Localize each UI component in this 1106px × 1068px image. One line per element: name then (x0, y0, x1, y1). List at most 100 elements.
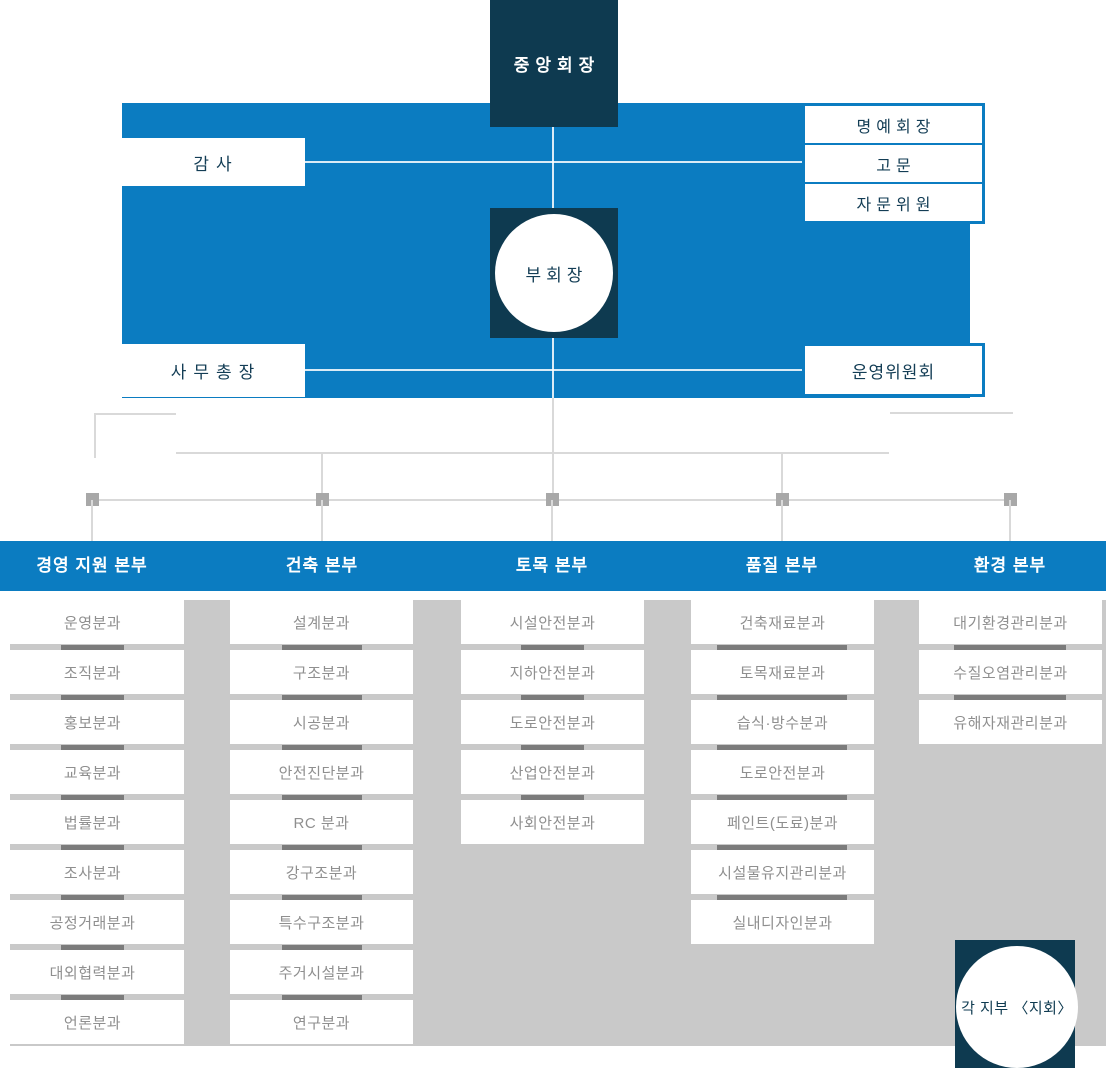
subcommittee-box: 시설안전분과 (461, 600, 644, 644)
left-elbow-horizontal (94, 413, 176, 415)
subcommittee-label: 사회안전분과 (509, 814, 596, 832)
subcommittee-box: 시설물유지관리분과 (691, 850, 874, 894)
subcommittee-box: 특수구조분과 (230, 900, 413, 944)
subcommittee-label: 특수구조분과 (278, 914, 365, 932)
junction-marker (776, 493, 789, 506)
division-header: 품질 본부 (745, 556, 819, 575)
division-header: 경영 지원 본부 (36, 556, 148, 575)
connector-bar (520, 745, 584, 751)
subcommittee-box: 습식·방수분과 (691, 700, 874, 744)
connector-bar (717, 645, 847, 651)
subcommittee-label: 공정거래분과 (49, 914, 136, 932)
subcommittee-label: 수질오염관리분과 (953, 664, 1068, 682)
marker-drop-line (91, 500, 93, 542)
junction-marker (1004, 493, 1017, 506)
subcommittee-label: 페인트(도료)분과 (726, 814, 839, 832)
connector-bar (282, 845, 362, 851)
division-header-band (0, 541, 1106, 591)
subcommittee-label: 토목재료분과 (739, 664, 826, 682)
drop-line-4 (781, 452, 783, 500)
chairman-label: 중앙회장 (513, 56, 601, 75)
division-header: 건축 본부 (285, 556, 359, 575)
subcommittee-box: 페인트(도료)분과 (691, 800, 874, 844)
subcommittee-label: 실내디자인분과 (732, 914, 833, 932)
advisory-committee-box: 자문위원 (805, 182, 982, 221)
subcommittee-box: 지하안전분과 (461, 650, 644, 694)
subcommittee-label: 습식·방수분과 (736, 714, 829, 732)
subcommittee-box: RC 분과 (230, 800, 413, 844)
right-elbow-horizontal (890, 412, 1013, 414)
marker-drop-line (551, 500, 553, 542)
subcommittee-label: 조직분과 (63, 664, 122, 682)
audit-box: 감사 (120, 138, 305, 186)
connector-bar (60, 695, 124, 701)
subcommittee-label: 산업안전분과 (509, 764, 596, 782)
subcommittee-box: 유해자재관리분과 (919, 700, 1102, 744)
subcommittee-box: 교육분과 (1, 750, 184, 794)
connector-bar (717, 745, 847, 751)
connector-bar (717, 895, 847, 901)
steering-committee-label: 운영위원회 (851, 362, 936, 382)
subcommittee-label: 교육분과 (63, 764, 122, 782)
subcommittee-label: 연구분과 (292, 1014, 351, 1032)
advisor-stack: 명예회장 고문 자문위원 (802, 103, 985, 224)
subcommittee-box: 조직분과 (1, 650, 184, 694)
marker-drop-line (1009, 500, 1011, 542)
subcommittee-box: 설계분과 (230, 600, 413, 644)
center-line-top (552, 127, 554, 208)
audit-label: 감사 (193, 154, 239, 174)
subcommittee-label: 언론분과 (63, 1014, 122, 1032)
marker-drop-line (321, 500, 323, 542)
connector-bar (282, 945, 362, 951)
subcommittee-box: 건축재료분과 (691, 600, 874, 644)
connector-bar (717, 795, 847, 801)
left-elbow-vertical (94, 413, 96, 458)
subcommittee-label: 도로안전분과 (739, 764, 826, 782)
secretary-general-box: 사무총장 (120, 344, 305, 397)
subcommittee-label: 건축재료분과 (739, 614, 826, 632)
connector-bar (954, 645, 1066, 651)
junction-marker (316, 493, 329, 506)
subcommittee-label: 법률분과 (63, 814, 122, 832)
subcommittee-box: 강구조분과 (230, 850, 413, 894)
subcommittee-box: 시공분과 (230, 700, 413, 744)
subcommittee-box: 사회안전분과 (461, 800, 644, 844)
connector-bar (282, 995, 362, 1001)
subcommittee-box: 산업안전분과 (461, 750, 644, 794)
connector-bar (282, 645, 362, 651)
branches-label: 각 지부 〈지회〉 (961, 999, 1073, 1017)
subcommittee-label: 구조분과 (292, 664, 351, 682)
connector-bar (282, 895, 362, 901)
subcommittee-label: 조사분과 (63, 864, 122, 882)
subcommittee-box: 도로안전분과 (461, 700, 644, 744)
subcommittee-label: 대기환경관리분과 (953, 614, 1068, 632)
connector-bar (282, 745, 362, 751)
division-header: 토목 본부 (515, 556, 589, 575)
distribution-line (176, 452, 889, 454)
subcommittee-label: 시설물유지관리분과 (718, 864, 847, 882)
subcommittee-box: 운영분과 (1, 600, 184, 644)
connector-bar (60, 795, 124, 801)
connector-bar (60, 945, 124, 951)
branches-circle: 각 지부 〈지회〉 (956, 946, 1078, 1068)
secretary-general-label: 사무총장 (170, 363, 262, 382)
subcommittee-label: 도로안전분과 (509, 714, 596, 732)
connector-bar (60, 895, 124, 901)
subcommittee-label: 대외협력분과 (49, 964, 136, 982)
vice-chairman-circle: 부회장 (495, 214, 613, 332)
subcommittee-box: 토목재료분과 (691, 650, 874, 694)
center-line-bottom (552, 338, 554, 398)
subcommittee-box: 구조분과 (230, 650, 413, 694)
connector-bar (60, 645, 124, 651)
vice-chairman-label: 부회장 (525, 265, 588, 285)
steering-committee-box: 운영위원회 (802, 343, 985, 397)
subcommittee-label: 설계분과 (292, 614, 351, 632)
connector-bar (282, 795, 362, 801)
subcommittee-label: 안전진단분과 (278, 764, 365, 782)
junction-marker (86, 493, 99, 506)
connector-bar (60, 745, 124, 751)
advisor-label: 고문 (876, 157, 916, 175)
subcommittee-box: 법률분과 (1, 800, 184, 844)
subcommittee-box: 홍보분과 (1, 700, 184, 744)
